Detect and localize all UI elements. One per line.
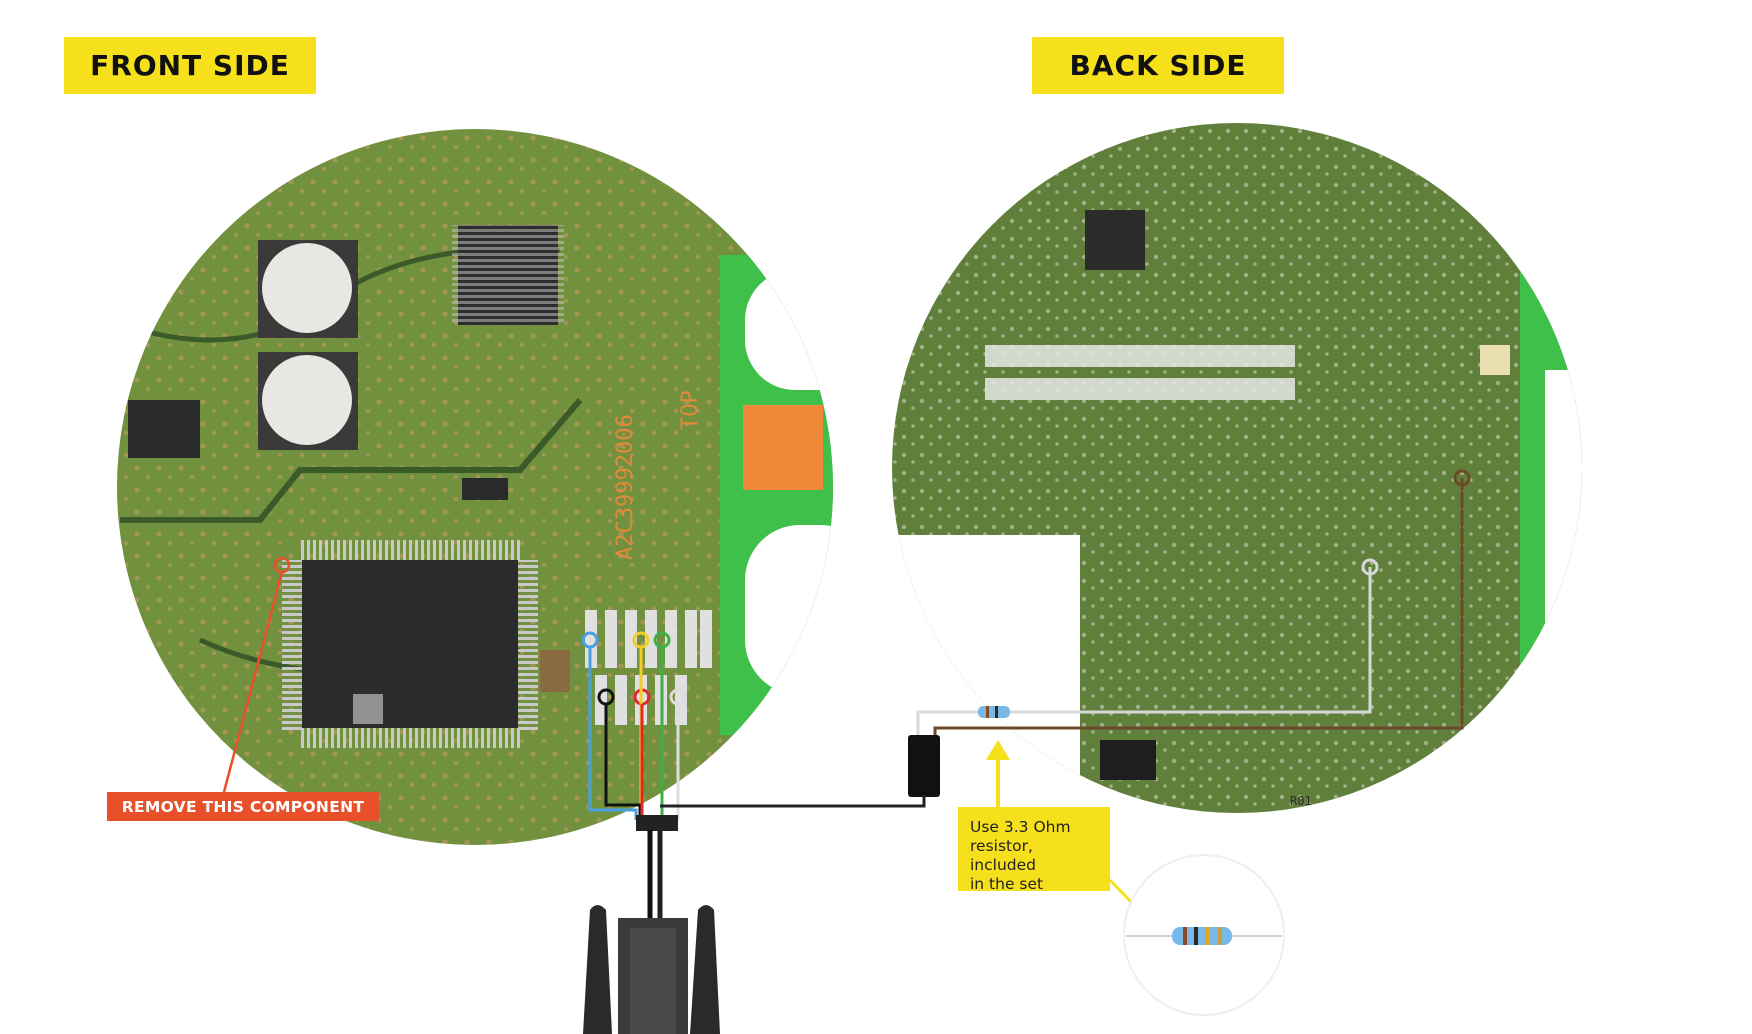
main-microcontroller: TA16688 2T 2003 [282, 540, 538, 748]
front-side-pcb: A2C39992006 TOP B320 LS1 224 [117, 129, 833, 845]
resistor-closeup [1123, 854, 1285, 1016]
cap-marking: 224 [471, 483, 493, 497]
back-side-label: BACK SIDE [1032, 37, 1284, 94]
resistor-arrow [986, 740, 1010, 760]
remove-pointer-line [222, 571, 284, 793]
small-ic [452, 225, 564, 325]
cable-bundle [636, 815, 678, 831]
diode-marking: B320 [139, 416, 153, 445]
front-side-wiring [581, 631, 926, 930]
chip-marking-2: 2T [430, 640, 447, 656]
front-side-label: FRONT SIDE [64, 37, 316, 94]
top-marking: TOP [678, 390, 703, 430]
back-probe-point-white [1361, 558, 1379, 576]
electrolytic-capacitor [258, 240, 358, 338]
part-number-marking: A2C39992006 [613, 414, 638, 560]
back-side-pcb: R01 [892, 123, 1582, 813]
heat-shrink-junction [908, 735, 940, 797]
db9-connector [583, 905, 720, 1034]
resistor-note-line: resistor, included [970, 837, 1036, 874]
resistor-note: Use 3.3 Ohm resistor, included in the se… [958, 807, 1110, 893]
resistor-note-line: in the set [970, 875, 1044, 893]
diode-component: B320 LS1 [128, 400, 200, 458]
back-pad-rows [985, 345, 1295, 400]
back-probe-point-brown [1453, 469, 1471, 487]
chip-marking-3: 2003 [418, 676, 452, 692]
resistor-inline [978, 706, 1010, 718]
back-silk-marking: R01 [1290, 794, 1312, 808]
chip-marking-1: TA16688 [335, 656, 394, 672]
electrolytic-capacitor [258, 352, 358, 450]
diode-marking-2: LS1 [157, 423, 171, 445]
remove-component-label: REMOVE THIS COMPONENT [107, 792, 379, 821]
resistor-note-line: Use 3.3 Ohm [970, 818, 1071, 836]
back-side-wiring [908, 469, 1471, 797]
